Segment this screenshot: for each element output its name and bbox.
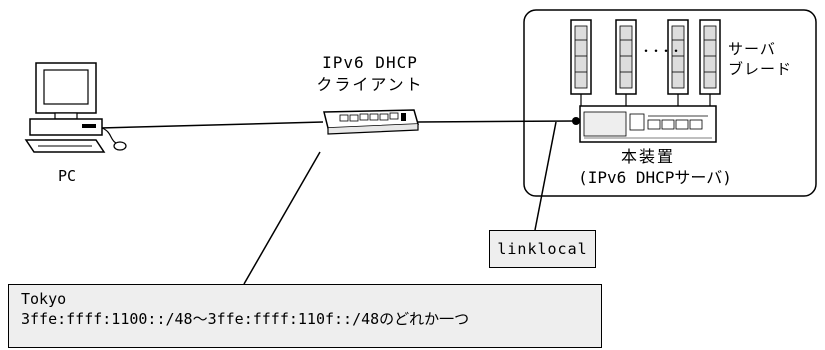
main-device-icon bbox=[579, 105, 717, 143]
server-blade-1 bbox=[570, 19, 592, 108]
blade-label-line1: サーバ bbox=[728, 40, 776, 58]
client-label-line2: クライアント bbox=[316, 75, 424, 94]
server-blade-2 bbox=[615, 19, 637, 108]
device-label-line1: 本装置 bbox=[620, 147, 675, 166]
note-line-1: Tokyo bbox=[21, 290, 67, 308]
pc-icon bbox=[24, 62, 127, 153]
blade-label-line2: ブレード bbox=[728, 60, 793, 78]
pc-to-client-line bbox=[99, 121, 324, 129]
address-note-box: Tokyo 3ffe:ffff:1100::/48～3ffe:ffff:110f… bbox=[8, 284, 602, 348]
server-blade-4 bbox=[699, 19, 721, 108]
server-blade-3 bbox=[667, 19, 689, 108]
connection-dot bbox=[572, 117, 580, 125]
client-to-device-line bbox=[417, 120, 577, 123]
linklocal-label: linklocal bbox=[497, 240, 588, 258]
client-label-line1: IPv6 DHCP bbox=[322, 53, 418, 72]
pc-label: PC bbox=[57, 167, 77, 185]
server-enclosure bbox=[523, 9, 817, 197]
linklocal-box: linklocal bbox=[489, 230, 596, 268]
linklocal-callout-line bbox=[534, 121, 557, 231]
note-line-2: 3ffe:ffff:1100::/48～3ffe:ffff:110f::/48の… bbox=[21, 310, 470, 328]
switch-icon bbox=[323, 109, 419, 135]
device-label-line2: (IPv6 DHCPサーバ) bbox=[578, 168, 732, 187]
blade-dots: ・・・・ bbox=[640, 44, 682, 58]
note-callout-line bbox=[243, 151, 321, 285]
